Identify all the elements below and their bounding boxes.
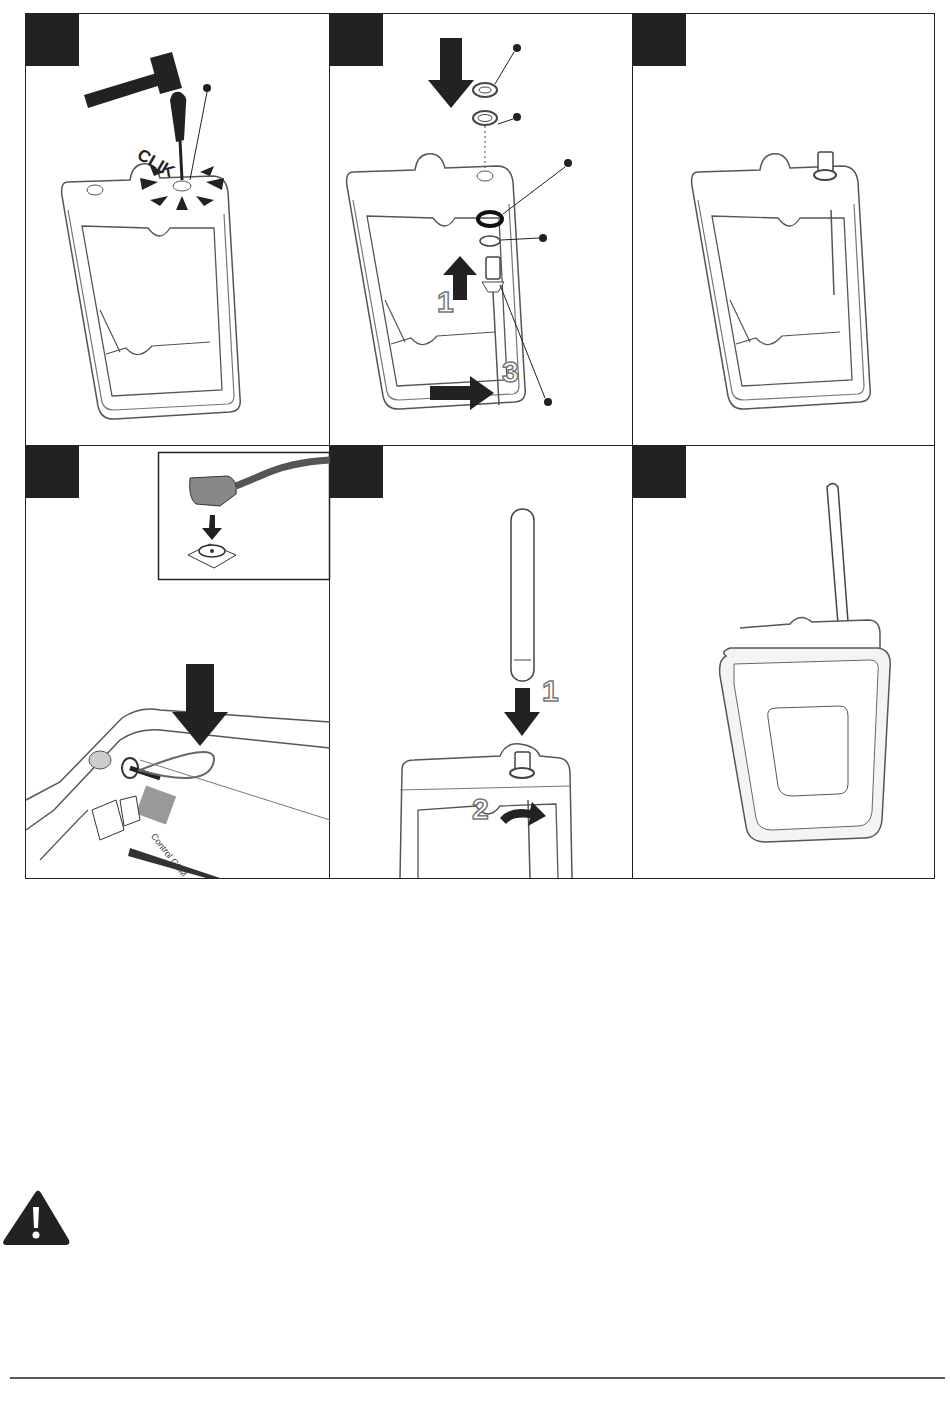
step-number: 1 (542, 676, 559, 706)
board-label: Control GSM (149, 832, 188, 879)
step-number: 2 (472, 794, 489, 824)
step-number: 1 (437, 287, 454, 317)
step-number: 3 (502, 357, 519, 387)
